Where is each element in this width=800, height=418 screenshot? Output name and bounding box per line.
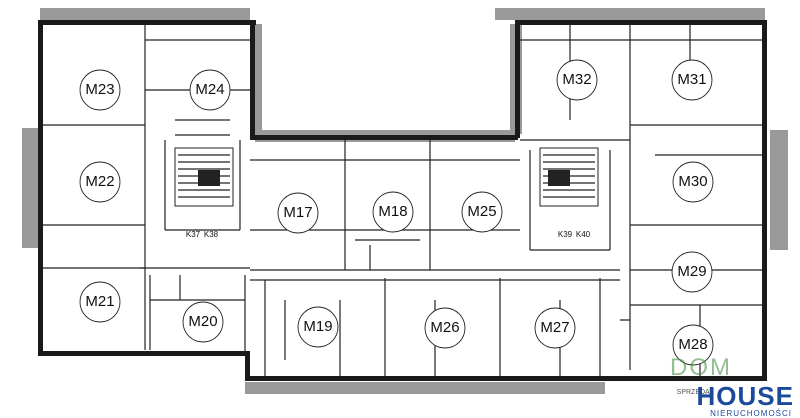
agency-watermark: DOM SPRZEDAŻ HOUSE NIERUCHOMOŚCI — [614, 338, 794, 418]
svg-text:M19: M19 — [303, 318, 332, 335]
storage-k37: K37 — [186, 230, 201, 239]
svg-text:M31: M31 — [677, 71, 706, 88]
svg-text:M24: M24 — [195, 81, 224, 98]
outer-walls — [38, 20, 767, 381]
svg-text:M26: M26 — [430, 319, 459, 336]
watermark-tagline: NIERUCHOMOŚCI — [710, 409, 792, 418]
unit-m32[interactable]: M32 — [556, 59, 598, 101]
staircase-left — [174, 147, 234, 207]
unit-m19[interactable]: M19 — [297, 306, 339, 348]
storage-k38: K38 — [204, 230, 219, 239]
svg-text:M21: M21 — [85, 293, 114, 310]
svg-text:M29: M29 — [677, 263, 706, 280]
watermark-house: HOUSE — [696, 381, 794, 411]
unit-m23[interactable]: M23 — [79, 69, 121, 111]
storage-labels: K37 K38 K39 K40 — [186, 230, 591, 239]
unit-m17[interactable]: M17 — [277, 192, 319, 234]
unit-markers: M23 M24 M22 M21 M20 M17 M18 M25 M19 M26 … — [79, 59, 714, 366]
svg-text:M20: M20 — [188, 313, 217, 330]
unit-m24[interactable]: M24 — [189, 69, 231, 111]
storage-k39: K39 — [558, 230, 573, 239]
unit-m29[interactable]: M29 — [671, 251, 713, 293]
svg-text:M32: M32 — [562, 71, 591, 88]
svg-text:M28: M28 — [678, 336, 707, 353]
svg-text:M18: M18 — [378, 203, 407, 220]
svg-text:M23: M23 — [85, 81, 114, 98]
unit-m28[interactable]: M28 — [672, 324, 714, 366]
staircase-right — [539, 147, 599, 207]
unit-m26[interactable]: M26 — [424, 307, 466, 349]
svg-text:M22: M22 — [85, 173, 114, 190]
unit-m31[interactable]: M31 — [671, 59, 713, 101]
unit-m30[interactable]: M30 — [672, 161, 714, 203]
unit-m27[interactable]: M27 — [534, 307, 576, 349]
watermark-dom: DOM — [670, 354, 732, 381]
partitions — [43, 25, 762, 376]
unit-m25[interactable]: M25 — [461, 191, 503, 233]
unit-m22[interactable]: M22 — [79, 161, 121, 203]
svg-text:M27: M27 — [540, 319, 569, 336]
unit-m21[interactable]: M21 — [79, 281, 121, 323]
unit-m18[interactable]: M18 — [372, 191, 414, 233]
svg-text:M30: M30 — [678, 173, 707, 190]
svg-text:M17: M17 — [283, 204, 312, 221]
watermark-sprzedaz: SPRZEDAŻ — [676, 389, 714, 396]
unit-m20[interactable]: M20 — [182, 301, 224, 343]
storage-k40: K40 — [576, 230, 591, 239]
svg-text:M25: M25 — [467, 203, 496, 220]
